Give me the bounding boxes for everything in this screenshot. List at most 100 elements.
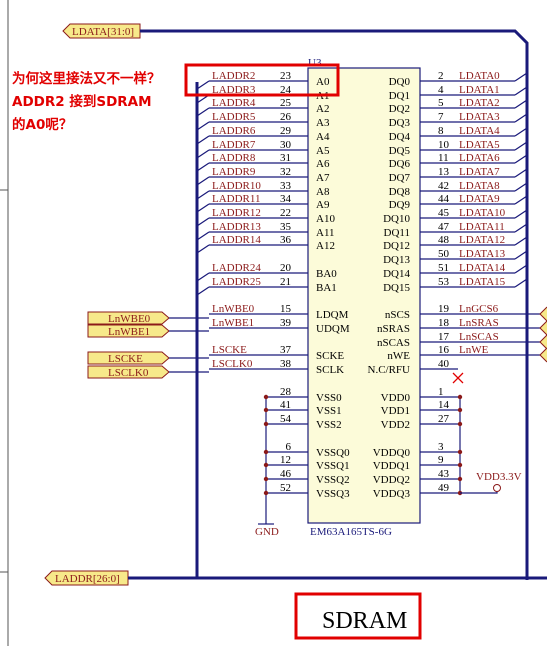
pin-number: 33 [280, 180, 292, 192]
left-port-lscke[interactable]: LSCKE [87, 351, 209, 365]
pin-number: 20 [280, 262, 292, 274]
pin-number: 40 [438, 358, 450, 370]
pin-number: 49 [438, 482, 450, 494]
pin-number: 12 [280, 454, 291, 466]
right-net-label: LDATA11 [459, 221, 505, 233]
pin-number: 39 [280, 317, 292, 329]
right-net-label: LDATA4 [459, 125, 500, 137]
pin-name: DQ8 [389, 186, 411, 198]
pin-number: 18 [438, 317, 450, 329]
pin-number: 31 [280, 152, 291, 164]
right-net-label: LnSCAS [459, 331, 499, 343]
left-net-label: LSCLK0 [212, 358, 253, 370]
pin-number: 48 [438, 234, 450, 246]
pin-number: 50 [438, 248, 450, 260]
right-net-label: LDATA3 [459, 111, 500, 123]
left-port-lsclk0[interactable]: LSCLK0 [87, 365, 209, 379]
left-net-label: LnWBE1 [212, 317, 254, 329]
pin-number: 36 [280, 234, 292, 246]
pin-name: A11 [316, 227, 335, 239]
right-port-lnwe[interactable] [539, 347, 547, 363]
right-net-label: LnWE [459, 344, 489, 356]
chip-caption: SDRAM [322, 608, 407, 634]
pin-name: VDDQ1 [373, 460, 410, 472]
right-port-lnscas[interactable] [539, 334, 547, 350]
pin-name: SCLK [316, 364, 344, 376]
pin-number: 11 [438, 152, 449, 164]
pin-name: VDDQ0 [373, 447, 411, 459]
pin-number: 19 [438, 303, 450, 315]
pin-name: DQ4 [389, 131, 411, 143]
left-net-label: LSCKE [212, 344, 247, 356]
right-net-label: LDATA8 [459, 180, 500, 192]
pin-name: VDDQ2 [373, 474, 410, 486]
pin-name: DQ6 [389, 158, 411, 170]
address-bus-label: LADDR[26:0] [55, 573, 120, 585]
pin-number: 27 [438, 413, 450, 425]
left-port-lnwbe0[interactable]: LnWBE0 [87, 311, 209, 325]
pin-number: 9 [438, 454, 444, 466]
right-port-lngcs6[interactable] [539, 306, 547, 322]
right-net-label: LDATA10 [459, 207, 506, 219]
pin-name: N.C/RFU [368, 364, 411, 376]
pin-number: 26 [280, 111, 292, 123]
left-net-label: LADDR24 [212, 262, 261, 274]
left-net-label: LADDR2 [212, 70, 255, 82]
right-net-label: LDATA6 [459, 152, 500, 164]
pin-name: VDD2 [381, 419, 410, 431]
right-port-lnsras[interactable] [539, 320, 547, 336]
right-net-label: LDATA1 [459, 84, 500, 96]
highlight-box-a0 [184, 63, 340, 97]
left-net-label: LnWBE0 [212, 303, 255, 315]
pin-number: 45 [438, 207, 450, 219]
pin-name: DQ1 [389, 90, 410, 102]
pin-number: 14 [438, 399, 450, 411]
address-bus: LADDR[26:0] [44, 82, 547, 586]
vdd-label: VDD3.3V [476, 471, 522, 483]
right-net-label: LDATA2 [459, 97, 500, 109]
gnd-symbol: GND [255, 394, 279, 538]
right-net-label: LDATA5 [459, 139, 500, 151]
left-net-label: LADDR4 [212, 97, 256, 109]
pin-name: VDDQ3 [373, 488, 411, 500]
sdram-chip-body [307, 67, 421, 524]
pin-name: A0 [316, 76, 330, 88]
pin-number: 1 [438, 386, 444, 398]
pin-name: SCKE [316, 350, 344, 362]
highlight-box-caption [294, 592, 422, 640]
pin-name: A3 [316, 117, 330, 129]
pin-name: A4 [316, 131, 330, 143]
pin-name: DQ5 [389, 145, 411, 157]
pin-name: VSSQ0 [316, 447, 350, 459]
vdd-symbol: VDD3.3V [457, 394, 522, 496]
left-net-label: LADDR25 [212, 276, 261, 288]
right-net-label: LDATA7 [459, 166, 500, 178]
pin-name: VSS2 [316, 419, 342, 431]
left-net-label: LADDR14 [212, 234, 261, 246]
left-port-lnwbe1[interactable]: LnWBE1 [87, 324, 209, 338]
pin-number: 44 [438, 193, 450, 205]
annotation-line-2: ADDR2 接到SDRAM [12, 93, 152, 110]
data-bus-label: LDATA[31:0] [72, 26, 134, 38]
